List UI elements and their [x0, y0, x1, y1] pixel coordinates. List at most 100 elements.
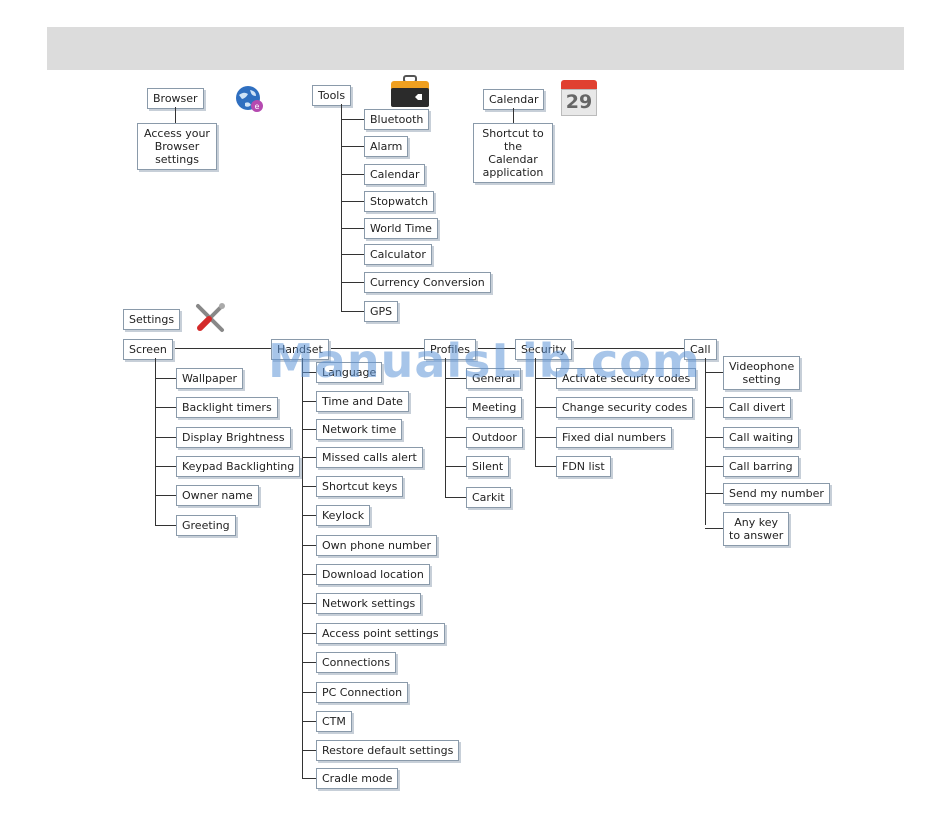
connector — [535, 358, 536, 466]
toolbox-icon — [391, 75, 429, 107]
connector — [341, 174, 364, 175]
profiles-menu-item: Outdoor — [466, 427, 523, 448]
connector — [535, 378, 556, 379]
screen-menu-item: Display Brightness — [176, 427, 291, 448]
connector — [302, 545, 316, 546]
tools-menu-item: Alarm — [364, 136, 409, 157]
screen-node: Screen — [123, 339, 173, 360]
call-menu-item: Call divert — [723, 397, 792, 418]
connector — [155, 495, 176, 496]
header-bar — [47, 27, 904, 70]
connector — [535, 437, 556, 438]
handset-menu-item: PC Connection — [316, 682, 409, 703]
connector — [445, 378, 466, 379]
connector — [445, 358, 446, 498]
handset-menu-item: Shortcut keys — [316, 476, 404, 497]
connector — [302, 429, 316, 430]
call-menu-item: Call waiting — [723, 427, 800, 448]
tools-menu-item: Calendar — [364, 164, 426, 185]
security-node: Security — [515, 339, 573, 360]
tools-menu-item: Stopwatch — [364, 191, 435, 212]
watermark: ManualsLib.com — [268, 334, 701, 388]
connector — [302, 515, 316, 516]
handset-menu-item: CTM — [316, 711, 352, 732]
handset-menu-item: Network settings — [316, 593, 422, 614]
call-menu-item: Any key to answer — [723, 512, 790, 546]
screen-menu-item: Greeting — [176, 515, 236, 536]
connector — [302, 358, 303, 778]
connector — [341, 311, 364, 312]
connector — [341, 119, 364, 120]
connector — [302, 457, 316, 458]
screen-menu-item: Owner name — [176, 485, 259, 506]
profiles-menu-item: Carkit — [466, 487, 511, 508]
connector — [341, 201, 364, 202]
connector — [155, 358, 156, 525]
connector — [341, 146, 364, 147]
calendar-description: Shortcut to the Calendar application — [473, 123, 553, 183]
connector — [445, 437, 466, 438]
handset-node: Handset — [271, 339, 329, 360]
connector — [341, 228, 364, 229]
tools-menu-item: Bluetooth — [364, 109, 430, 130]
call-menu-item: Call barring — [723, 456, 799, 477]
connector — [302, 372, 316, 373]
handset-menu-item: Network time — [316, 419, 403, 440]
connector — [535, 466, 556, 467]
handset-menu-item: Keylock — [316, 505, 371, 526]
profiles-node: Profiles — [424, 339, 476, 360]
connector — [445, 497, 466, 498]
screen-menu-item: Keypad Backlighting — [176, 456, 301, 477]
profiles-menu-item: Silent — [466, 456, 510, 477]
connector — [302, 603, 316, 604]
tools-menu-item: GPS — [364, 301, 399, 322]
connector — [155, 378, 176, 379]
call-node: Call — [684, 339, 717, 360]
connector — [513, 108, 514, 123]
connector — [341, 282, 364, 283]
handset-menu-item: Connections — [316, 652, 396, 673]
handset-menu-item: Cradle mode — [316, 768, 399, 789]
tools-menu-item: Currency Conversion — [364, 272, 491, 293]
connector — [341, 254, 364, 255]
connector — [302, 662, 316, 663]
connector — [705, 407, 723, 408]
connector — [705, 466, 723, 467]
tools-menu-item: Calculator — [364, 244, 432, 265]
profiles-menu-item: General — [466, 368, 522, 389]
security-menu-item: Fixed dial numbers — [556, 427, 672, 448]
connector — [705, 358, 706, 525]
connector — [445, 407, 466, 408]
connector — [302, 778, 316, 779]
tools-node: Tools — [312, 85, 352, 106]
calendar-icon: 29 — [561, 80, 597, 116]
connector — [302, 574, 316, 575]
screen-menu-item: Wallpaper — [176, 368, 244, 389]
connector — [705, 528, 723, 529]
security-menu-item: Activate security codes — [556, 368, 697, 389]
calendar-icon-day: 29 — [565, 91, 593, 113]
calendar-node: Calendar — [483, 89, 545, 110]
handset-menu-item: Missed calls alert — [316, 447, 423, 468]
handset-menu-item: Language — [316, 362, 383, 383]
handset-menu-item: Time and Date — [316, 391, 409, 412]
handset-menu-item: Download location — [316, 564, 430, 585]
profiles-menu-item: Meeting — [466, 397, 523, 418]
handset-menu-item: Own phone number — [316, 535, 437, 556]
connector — [302, 750, 316, 751]
connector — [302, 692, 316, 693]
tools-cross-icon — [196, 303, 225, 332]
handset-menu-item: Access point settings — [316, 623, 445, 644]
connector — [155, 437, 176, 438]
connector — [302, 633, 316, 634]
tools-menu-item: World Time — [364, 218, 438, 239]
security-menu-item: Change security codes — [556, 397, 694, 418]
connector — [155, 407, 176, 408]
connector — [155, 525, 176, 526]
svg-text:e: e — [255, 102, 260, 111]
call-menu-item: Videophone setting — [723, 356, 801, 390]
call-menu-item: Send my number — [723, 483, 830, 504]
connector — [175, 107, 176, 123]
connector — [155, 466, 176, 467]
connector — [302, 486, 316, 487]
